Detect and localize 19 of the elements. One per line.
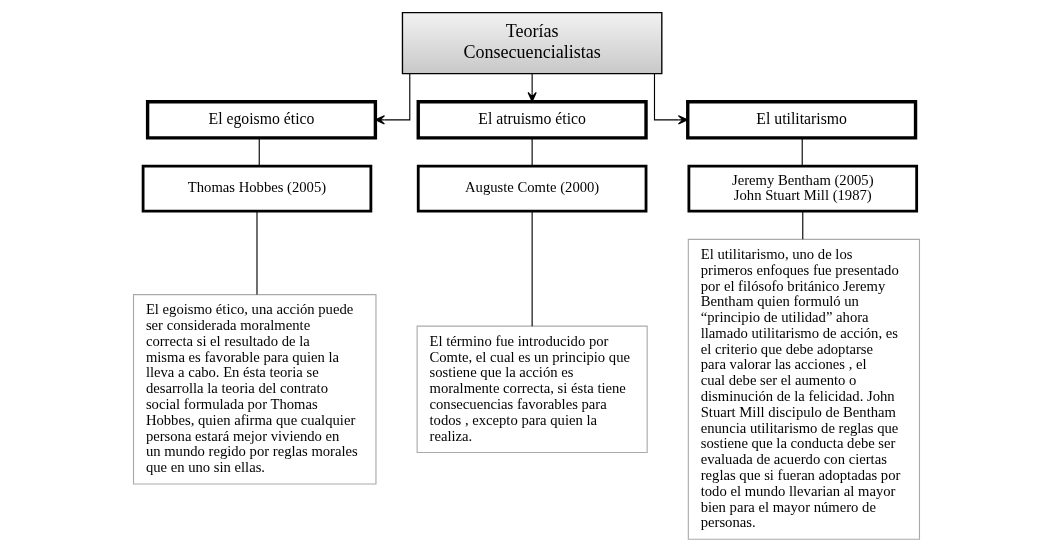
node-box: Auguste Comte (2000): [416, 164, 648, 213]
connector: [258, 137, 260, 167]
node-box: Jeremy Bentham (2005) John Stuart Mill (1987): [687, 164, 919, 213]
connector: [531, 137, 533, 167]
connector: [801, 137, 803, 167]
node-box: Thomas Hobbes (2005): [141, 164, 373, 213]
node-box: Teorías Consecuencialistas: [401, 12, 663, 75]
node-box: El egoismo ético: [145, 100, 378, 140]
node-box: El término fue introducido por Comte, el cual es un principio que sostiene que la acción es moralmente correcta, si ésta tiene consecuencias favorables para todos , excepto para quien la realiza.: [416, 325, 648, 454]
connector: [531, 210, 533, 327]
arrow: [527, 73, 537, 102]
arrow: [653, 73, 689, 125]
node-box: El utilitarismo: [686, 100, 918, 140]
node-box: El egoismo ético, una acción puede ser considerada moralmente correcta si el resultado de la misma es favorable para quien la lleva a cabo. En ésta teoria se desarrolla la teoria del contrato social formulada por Thomas Hobbes, quien afirma que cualquier persona estará mejor viviendo en un mundo regido por reglas morales que en uno sin ellas.: [132, 294, 377, 485]
node-box: El utilitarismo, uno de los primeros enfoques fue presentado por el filósofo británico Jeremy Bentham quien formuló un “principio de utilidad” ahora llamado utilitarismo de acción, es el criterio que debe adoptarse para valorar las acciones , el cual debe ser el aumento o disminución de la felicidad. John Stuart Mill discipulo de Bentham enuncia utilitarismo de reglas que sostiene que la conducta debe ser evaluada de acuerdo con ciertas reglas que si fueran adoptadas por todo el mundo llevarian al mayor bien para el mayor número de personas.: [687, 238, 921, 540]
connector: [802, 210, 804, 240]
arrow: [374, 73, 411, 125]
node-box: El atruismo ético: [416, 100, 648, 140]
connector: [256, 210, 258, 295]
